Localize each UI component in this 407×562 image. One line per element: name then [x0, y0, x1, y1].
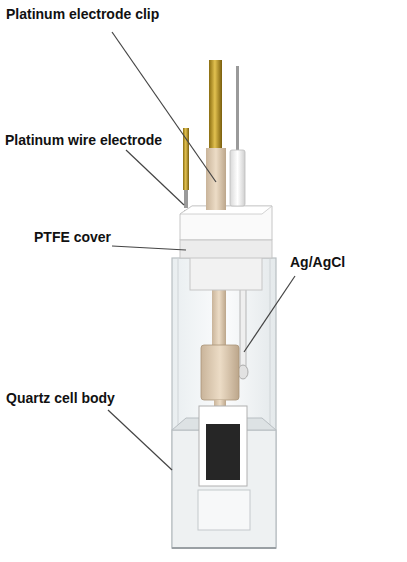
- part-label: PTFE cover: [32, 229, 113, 246]
- part-label: Quartz cell body: [4, 390, 117, 407]
- part-label: Ag/AgCl: [288, 254, 347, 271]
- part-label: Platinum electrode clip: [4, 6, 161, 23]
- part-label: Platinum wire electrode: [3, 132, 164, 149]
